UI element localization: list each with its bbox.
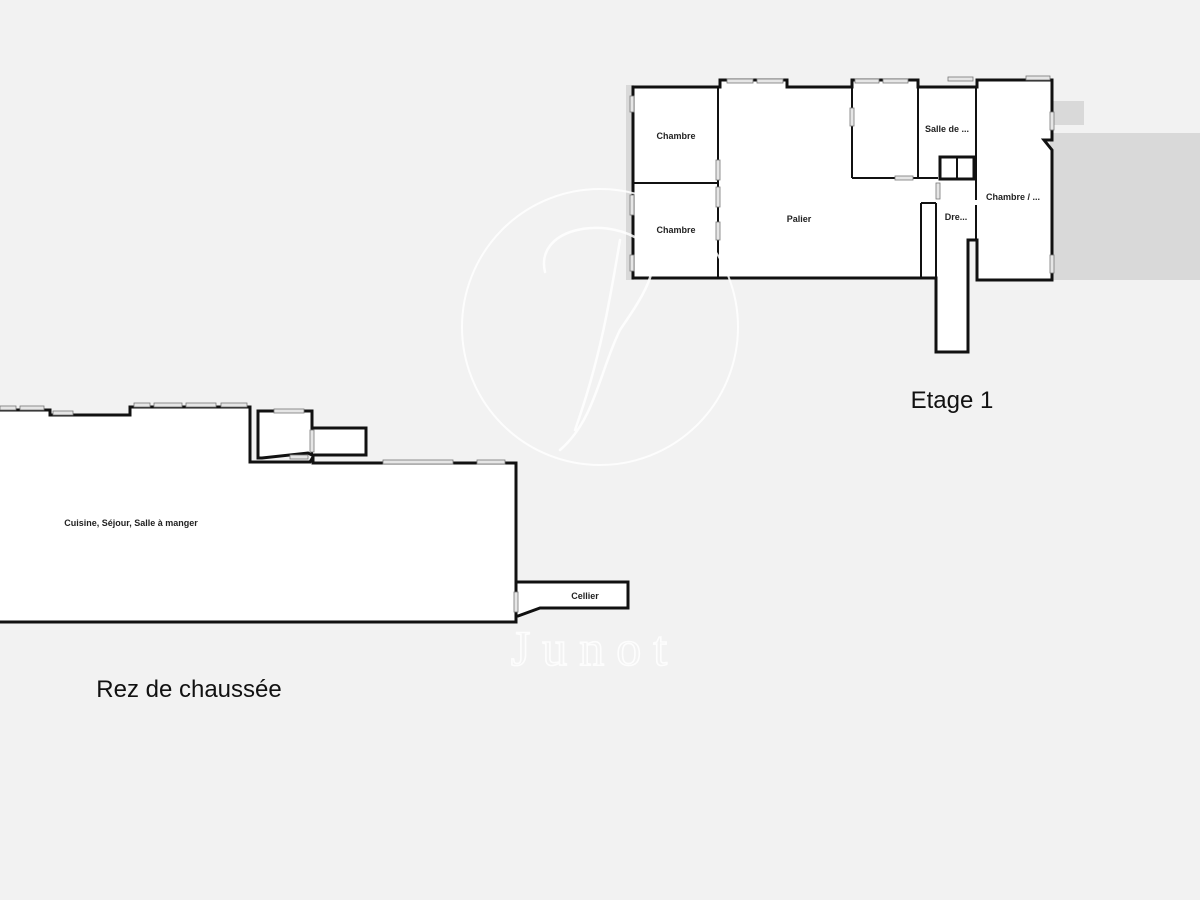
room-label-chambre-bottom-left: Chambre bbox=[656, 225, 695, 235]
cellar-outline bbox=[514, 580, 630, 618]
first-floor-windows bbox=[629, 75, 1055, 274]
watermark-text: Junot bbox=[511, 620, 679, 676]
room-label-dressing: Dre... bbox=[945, 212, 968, 222]
first-floor-plan bbox=[626, 75, 1200, 354]
room-label-chambre-right: Chambre / ... bbox=[986, 192, 1040, 202]
first-floor-interior-walls bbox=[633, 87, 977, 278]
shaded-annex-left bbox=[626, 85, 634, 280]
watermark-logo: Junot bbox=[461, 188, 739, 677]
shaded-annex-balcony bbox=[1052, 101, 1084, 125]
room-label-palier: Palier bbox=[787, 214, 812, 224]
first-floor-outline bbox=[631, 78, 1054, 354]
shaded-annex-right bbox=[1050, 133, 1200, 280]
floor-title-ground: Rez de chaussée bbox=[96, 676, 281, 703]
room-label-chambre-top-left: Chambre bbox=[656, 131, 695, 141]
floor-title-first: Etage 1 bbox=[911, 387, 994, 414]
first-floor-doors bbox=[715, 107, 941, 241]
room-label-living: Cuisine, Séjour, Salle à manger bbox=[64, 518, 198, 528]
ground-floor-windows bbox=[0, 402, 519, 613]
room-label-salle-de-bain: Salle de ... bbox=[925, 124, 969, 134]
ground-floor-plan bbox=[0, 402, 630, 624]
room-label-cellier: Cellier bbox=[571, 591, 599, 601]
